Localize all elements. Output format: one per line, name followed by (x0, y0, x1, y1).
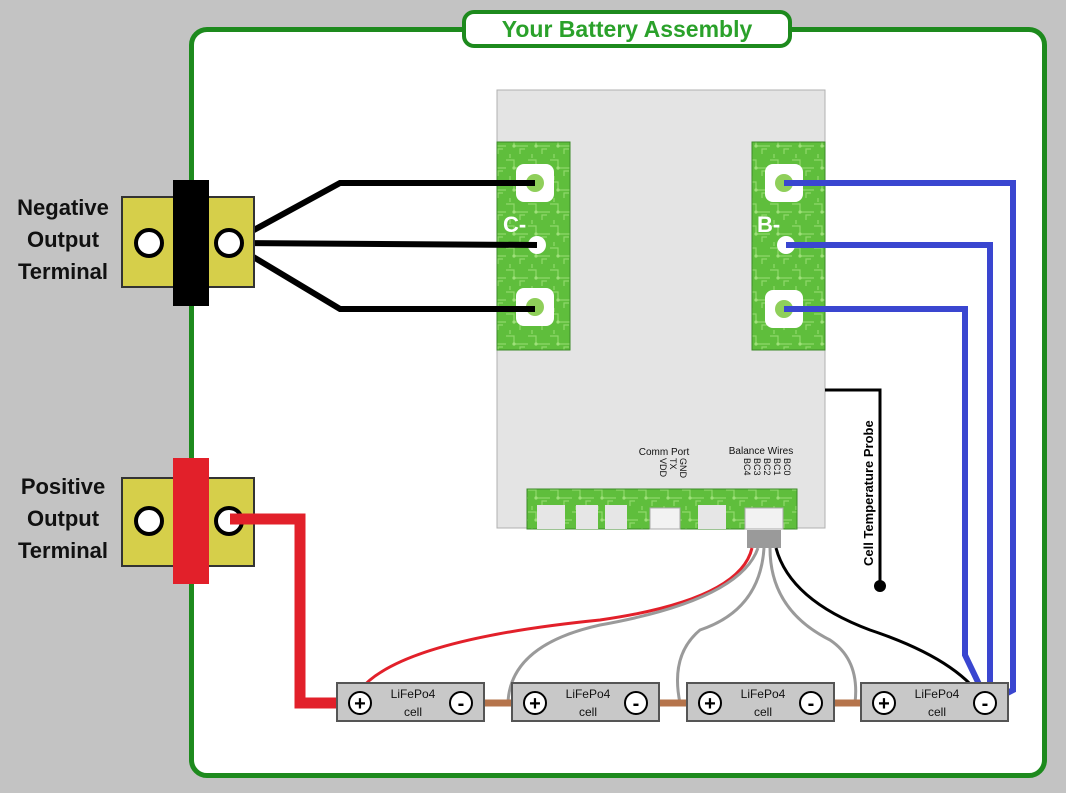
connector-block (537, 505, 565, 529)
balance-connector (744, 507, 784, 530)
balance-wire-bc1 (768, 547, 858, 704)
cell-negative-sign: - (982, 693, 989, 715)
cells: +-LiFePo4cell+-LiFePo4cell+-LiFePo4cell+… (336, 682, 1009, 722)
cell-negative-terminal (449, 691, 473, 715)
cell-negative-sign: - (633, 693, 640, 715)
cell-name: LiFePo4 (915, 687, 960, 701)
balance-wires (358, 547, 987, 704)
balance-pin-label: BC4 (742, 458, 752, 476)
b-minus-label: B- (757, 212, 780, 237)
temperature-probe-wire (825, 388, 882, 585)
cell-name: LiFePo4 (391, 687, 436, 701)
negative-wires (228, 180, 538, 312)
terminal-bolt (214, 228, 244, 258)
positive-terminal-label: Positive Output Terminal (17, 474, 109, 563)
balance-wires-label: Balance Wires (729, 446, 793, 457)
balance-wire-bc4 (358, 547, 754, 691)
cell-negative-sign: - (808, 693, 815, 715)
connector-block (576, 505, 598, 529)
cell-positive-sign: + (704, 693, 716, 715)
cell-positive-terminal (872, 691, 896, 715)
temperature-probe-label: Cell Temperature Probe (861, 420, 876, 566)
positive-terminal-cover (173, 458, 209, 584)
negative-terminal-label: Negative Output Terminal (17, 195, 109, 284)
comm-port-connector (649, 507, 681, 530)
cell-positive-terminal (698, 691, 722, 715)
comm-pin-label: VDD (658, 458, 668, 478)
cell-negative-terminal (799, 691, 823, 715)
negative-terminal-cover (173, 180, 209, 306)
cell-positive-terminal (348, 691, 372, 715)
terminal-bolt (134, 228, 164, 258)
cell-positive-sign: + (354, 693, 366, 715)
cell-sub: cell (928, 705, 946, 719)
lifepo4-cell: + - LiFePo4 cell (860, 682, 1009, 722)
lifepo4-cell: + - LiFePo4 cell (686, 682, 835, 722)
assembly-title: Your Battery Assembly (462, 10, 792, 48)
balance-pin-label: BC1 (772, 458, 782, 476)
balance-wire-bc3 (506, 547, 760, 704)
comm-pin-label: GND (678, 458, 688, 479)
cell-positive-terminal (523, 691, 547, 715)
balance-wire-bc0 (774, 547, 987, 704)
cell-sub: cell (579, 705, 597, 719)
comm-pin-label: TX (668, 458, 678, 470)
negative-wire-bottom (228, 240, 535, 312)
cell-sub: cell (404, 705, 422, 719)
balance-pin-label: BC0 (782, 458, 792, 476)
negative-output-terminal (121, 180, 255, 306)
positive-wire (230, 513, 358, 709)
cell-name: LiFePo4 (566, 687, 611, 701)
comm-port-label: Comm Port (639, 447, 690, 458)
cell-negative-terminal (624, 691, 648, 715)
balance-wire-bc2 (676, 547, 766, 704)
lifepo4-cell: + - LiFePo4 cell (336, 682, 485, 722)
balance-plug (747, 530, 781, 548)
cell-name: LiFePo4 (741, 687, 786, 701)
temperature-probe-tip (874, 580, 886, 592)
connector-block (698, 505, 726, 529)
cell-negative-terminal (973, 691, 997, 715)
cell-positive-sign: + (529, 693, 541, 715)
balance-pin-label: BC2 (762, 458, 772, 476)
b-minus-wire-mid (786, 242, 993, 703)
b-minus-wire-bottom (784, 306, 991, 705)
lifepo4-cell: + - LiFePo4 cell (511, 682, 660, 722)
cell-negative-sign: - (458, 693, 465, 715)
negative-wire-top (228, 180, 535, 246)
negative-wire-mid (229, 240, 538, 248)
connector-block (605, 505, 627, 529)
balance-pin-label: BC3 (752, 458, 762, 476)
cell-sub: cell (754, 705, 772, 719)
cell-positive-sign: + (878, 693, 890, 715)
terminal-bolt (134, 506, 164, 536)
c-minus-label: C- (503, 212, 526, 237)
